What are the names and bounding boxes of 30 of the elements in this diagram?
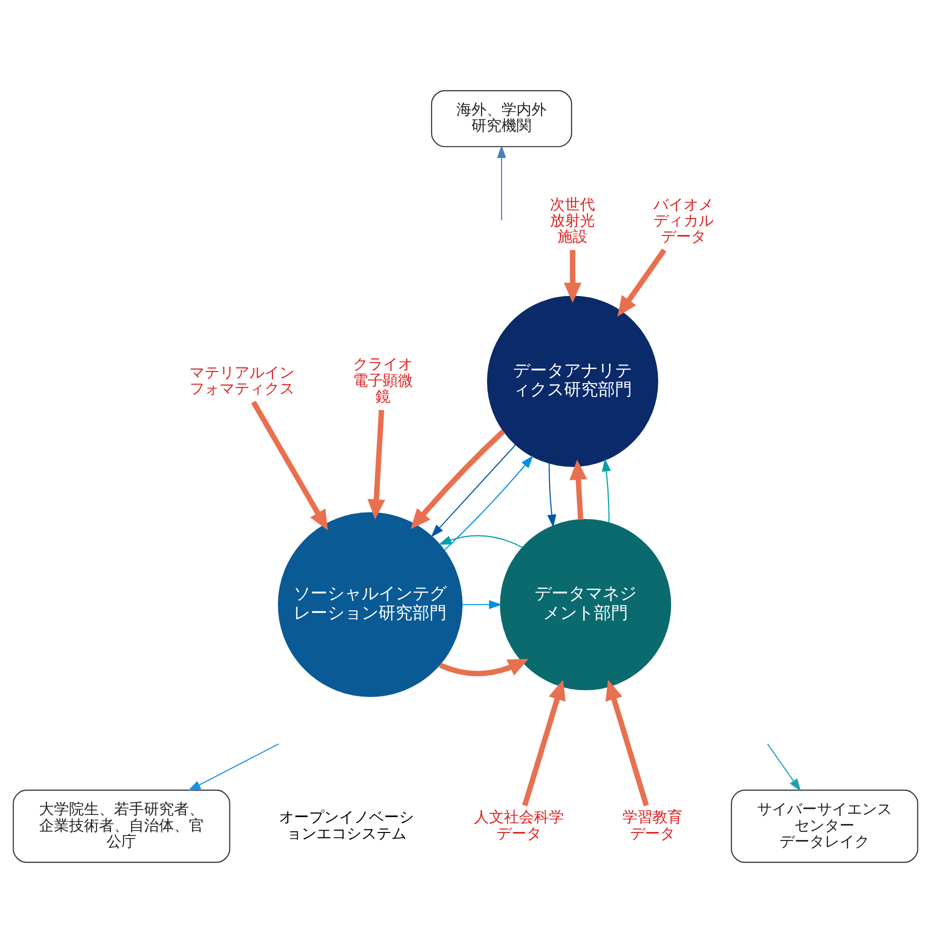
arrow: [522, 679, 566, 806]
arrow: [605, 679, 648, 806]
node-text: 人文社会科学データ: [473, 808, 564, 842]
arrow: [563, 250, 581, 302]
node-box: 大学院生、若手研究者、企業技術者、自治体、官公庁: [12, 789, 230, 862]
arrow: [496, 144, 506, 220]
node-text: 次世代放射光施設: [550, 194, 595, 246]
arrow: [410, 428, 505, 529]
arrow: [430, 444, 516, 537]
node-text: 学習教育データ: [622, 808, 682, 842]
arrow: [438, 534, 522, 548]
node-circle: データマネジメント部門: [499, 518, 671, 690]
arrow: [367, 409, 385, 520]
arrow: [569, 459, 587, 520]
arrow: [462, 600, 502, 609]
node-text: クライオ電子顕微鏡: [352, 354, 413, 405]
node-box: サイバーサイエンスセンター データレイク: [730, 789, 918, 862]
arrow: [187, 742, 278, 790]
node-text: マテリアルインフォマティクス: [189, 362, 294, 397]
node-text: バイオメディカルデータ: [653, 194, 714, 246]
node-circle: ソーシャルインテグレーション研究部門: [277, 512, 462, 696]
arrow: [766, 743, 800, 791]
arrow: [438, 658, 528, 676]
arrow: [250, 400, 328, 530]
arrow: [601, 458, 610, 522]
arrow: [444, 454, 533, 550]
node-label: オープンイノベーションエコシステム: [278, 808, 414, 842]
arrow: [616, 248, 666, 316]
node-box: 海外、学内外研究機関: [430, 90, 572, 147]
arrow: [546, 462, 556, 528]
